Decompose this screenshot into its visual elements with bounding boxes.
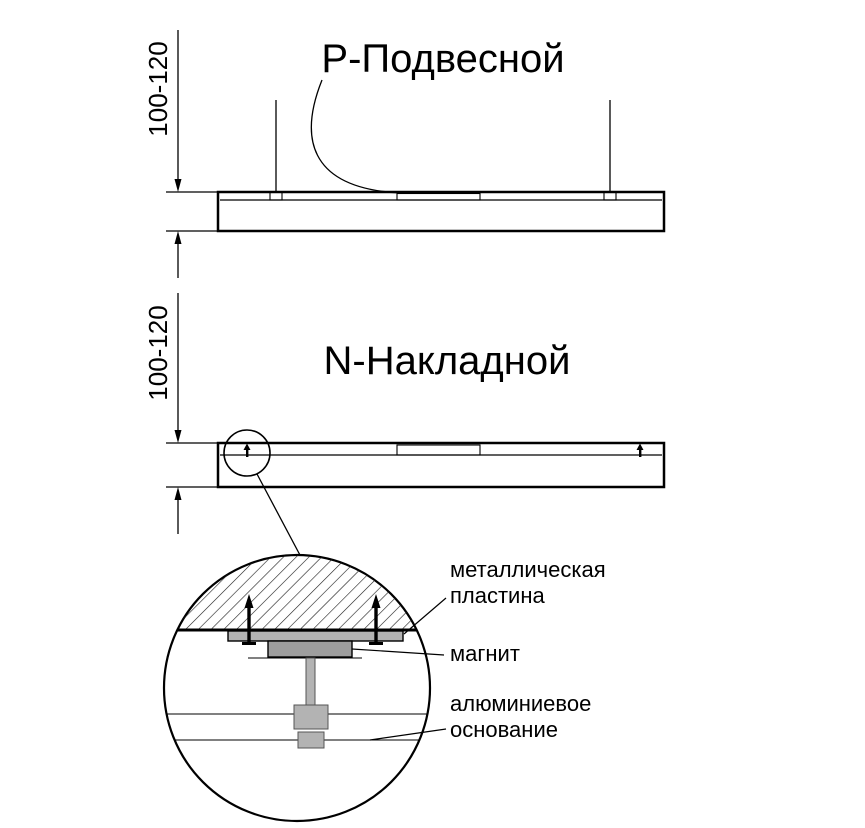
fixture-center-slot bbox=[396, 192, 481, 201]
magnet bbox=[267, 640, 353, 658]
metal-plate-label-line1: металлическая bbox=[450, 557, 606, 582]
surface-dimension-lines bbox=[166, 293, 218, 534]
pendant-fixture-body bbox=[216, 190, 666, 233]
surface-fixture-body bbox=[216, 441, 666, 489]
detail-leader-line bbox=[256, 473, 302, 558]
detail-labels: металлическая пластина магнит алюминиево… bbox=[450, 557, 606, 742]
screw-right bbox=[369, 594, 383, 645]
screw-mark-right bbox=[636, 443, 644, 457]
wire-mount-right bbox=[603, 191, 617, 201]
label-leader-lines bbox=[351, 597, 447, 741]
pendant-drawing: Р-Подвесной 100-120 bbox=[143, 30, 666, 278]
arrow-up-icon bbox=[174, 487, 182, 500]
wire-mount-left bbox=[269, 191, 283, 201]
metal-plate-label-line2: пластина bbox=[450, 583, 546, 608]
pendant-title: Р-Подвесной bbox=[321, 37, 564, 81]
base-block-lower bbox=[297, 731, 325, 749]
aluminum-base-label-line2: основание bbox=[450, 717, 558, 742]
screw-mark-left bbox=[243, 443, 251, 457]
pendant-dimension-lines bbox=[166, 30, 218, 278]
arrow-down-icon bbox=[174, 430, 182, 443]
aluminum-base-label-line1: алюминиевое bbox=[450, 691, 591, 716]
arrow-up-icon bbox=[174, 231, 182, 244]
pendant-dimension-label: 100-120 bbox=[143, 41, 173, 136]
detail-callout-circle bbox=[223, 429, 271, 477]
base-block-upper bbox=[293, 704, 329, 730]
fixture-center-slot bbox=[396, 444, 481, 456]
magnet-leader bbox=[351, 648, 445, 656]
screw-left bbox=[242, 594, 256, 645]
surface-dimension-label: 100-120 bbox=[143, 305, 173, 400]
surface-drawing: N-Накладной 100-120 bbox=[143, 293, 666, 558]
aluminum-base-leader bbox=[369, 728, 447, 741]
ceiling-hatch-area bbox=[177, 554, 417, 630]
surface-title: N-Накладной bbox=[324, 339, 571, 383]
metal-plate-leader bbox=[403, 597, 447, 635]
magnet-label: магнит bbox=[450, 641, 520, 666]
detail-view bbox=[162, 553, 432, 823]
stem bbox=[305, 657, 316, 707]
title-leader-curve bbox=[310, 79, 401, 194]
arrow-down-icon bbox=[174, 179, 182, 192]
